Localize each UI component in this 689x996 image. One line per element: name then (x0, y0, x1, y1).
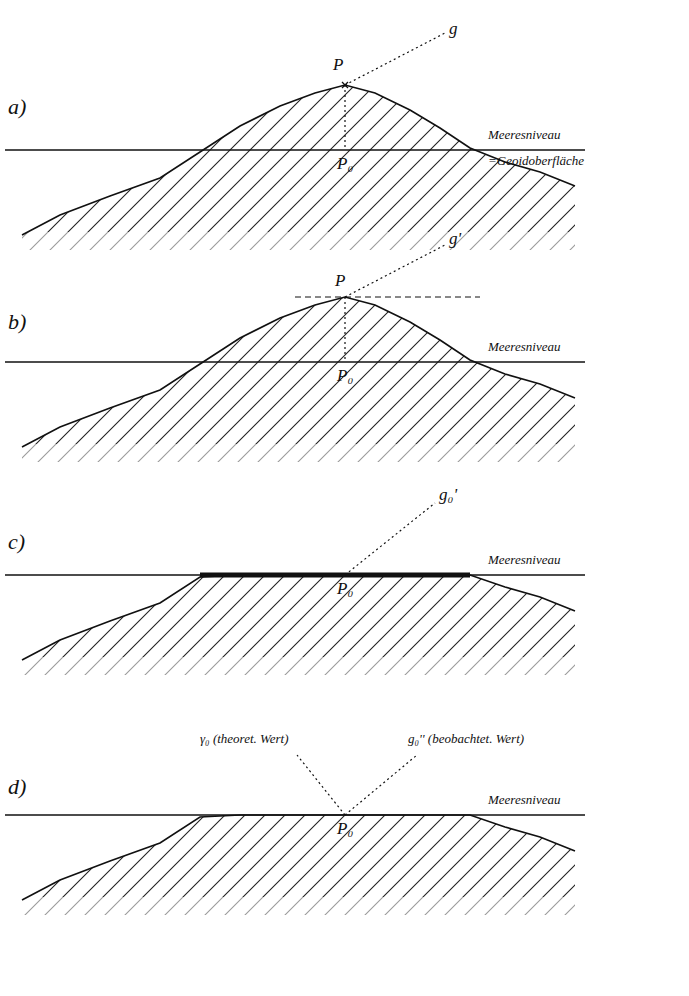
gravity-vector (345, 33, 445, 85)
gravity-label: g₀' (439, 486, 457, 505)
foot-point-label: P₀ (337, 155, 353, 174)
panel-letter: b) (8, 310, 26, 334)
hatch-fade (0, 657, 600, 697)
terrain-profile (22, 297, 575, 447)
panel-letter: a) (8, 95, 26, 119)
panel-b (0, 245, 600, 484)
theoretical-value-label: γ₀ (theoret. Wert) (200, 732, 288, 746)
sea-level-label: Meeresniveau (488, 553, 560, 567)
horizontal-plane (295, 297, 480, 298)
height-dotted-line (344, 297, 345, 362)
panel-letter: c) (8, 530, 25, 554)
hatch-fade (0, 232, 600, 272)
geoid-label: =Geoidoberfläche (488, 154, 584, 168)
condensed-layer (200, 573, 470, 578)
terrain-profile (22, 575, 575, 660)
gravity-label: g (449, 20, 458, 39)
point-label: P (333, 56, 343, 75)
sea-level-line (5, 149, 585, 150)
observed-value-label: g₀'' (beobachtet. Wert) (408, 732, 524, 746)
sea-level-line (5, 361, 585, 362)
gravity-vector (345, 503, 435, 575)
sea-level-label: Meeresniveau (488, 128, 560, 142)
gravity-vector (345, 245, 445, 297)
observed-gravity-vector (345, 755, 417, 815)
terrain-profile (22, 815, 575, 900)
sea-level-label: Meeresniveau (488, 793, 560, 807)
sea-level-line (5, 814, 585, 815)
panel-d (0, 755, 600, 937)
height-dotted-line (344, 85, 345, 150)
point-label: P (335, 272, 345, 291)
foot-point-label: P₀ (337, 580, 353, 599)
foot-point-label: P₀ (337, 820, 353, 839)
sea-level-line (5, 574, 585, 575)
point-mark (342, 82, 348, 88)
gravity-label: g' (449, 230, 461, 249)
panel-c (0, 503, 600, 697)
hatch-fade (0, 444, 600, 484)
foot-point-label: P₀ (337, 367, 353, 386)
panel-letter: d) (8, 775, 26, 799)
hatch-fade (0, 897, 600, 937)
theoretical-gravity-vector (297, 755, 345, 815)
panel-a (0, 33, 600, 272)
sea-level-label: Meeresniveau (488, 340, 560, 354)
rock-hatching (22, 297, 575, 462)
